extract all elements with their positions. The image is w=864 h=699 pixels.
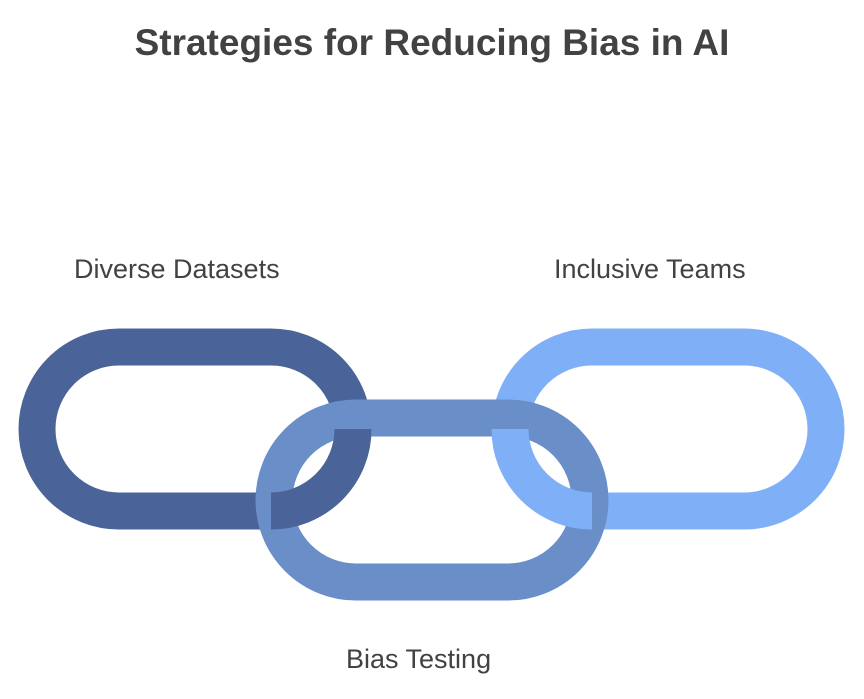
label-bias-testing: Bias Testing (346, 644, 492, 674)
right-link-overlap (491, 428, 593, 530)
label-diverse-datasets: Diverse Datasets (74, 254, 280, 284)
label-inclusive-teams: Inclusive Teams (554, 254, 746, 284)
diagram-title: Strategies for Reducing Bias in AI (134, 22, 730, 63)
left-link-overlap (270, 428, 372, 530)
